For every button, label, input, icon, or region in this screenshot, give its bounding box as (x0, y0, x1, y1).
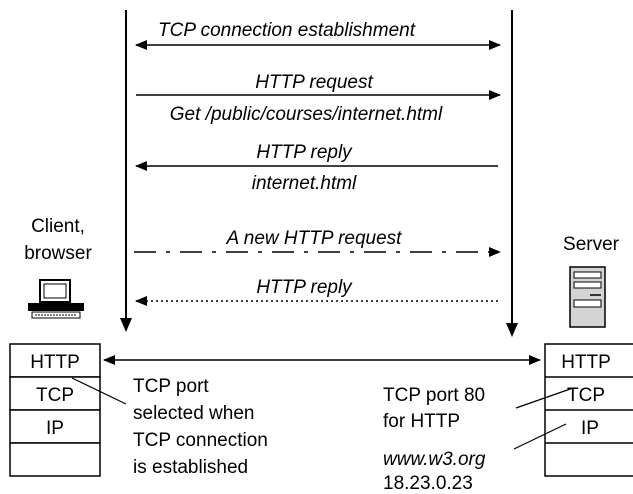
server-layer-http-label: HTTP (561, 352, 611, 373)
tcp-establish-label: TCP connection establishment (158, 20, 416, 41)
http-reply-2-label: HTTP reply (256, 277, 353, 298)
client-layer-link (9, 442, 101, 477)
server-host: www.w3.org (383, 449, 486, 470)
client-timeline-arrowhead (120, 318, 132, 332)
server-protocol-stack: HTTP TCP IP (544, 343, 633, 477)
server-note-line2: for HTTP (383, 411, 460, 432)
http-request-label: HTTP request (255, 72, 373, 93)
server-layer-ip-label: IP (581, 418, 599, 439)
client-protocol-stack: HTTP TCP IP (9, 343, 101, 477)
client-note-line2: selected when (133, 403, 254, 424)
client-note-line4: is established (133, 457, 248, 478)
server-name: Server (563, 234, 620, 255)
server-layer-tcp-label: TCP (567, 385, 605, 406)
http-request-detail: Get /public/courses/internet.html (170, 104, 443, 125)
server-timeline-arrowhead (506, 323, 518, 337)
client-name-line1: Client, (31, 216, 85, 237)
client-layer-tcp-label: TCP (36, 385, 74, 406)
server-ip: 18.23.0.23 (383, 473, 473, 494)
client-note-leader (71, 377, 127, 405)
http-reply-detail: internet.html (252, 173, 357, 194)
server-ip-leader (513, 423, 567, 450)
server-tcp-leader (515, 387, 574, 409)
client-note-line3: TCP connection (133, 430, 268, 451)
http-reply-label: HTTP reply (256, 142, 353, 163)
client-name-line2: browser (24, 243, 92, 264)
server-note-line1: TCP port 80 (383, 385, 485, 406)
client-layer-ip-label: IP (46, 418, 64, 439)
client-note-line1: TCP port (133, 376, 209, 397)
desktop-computer-icon (28, 279, 84, 319)
client-layer-tcp (9, 376, 101, 411)
server-tower-icon (569, 266, 606, 328)
new-http-request-label: A new HTTP request (226, 228, 403, 249)
client-layer-http-label: HTTP (30, 352, 80, 373)
